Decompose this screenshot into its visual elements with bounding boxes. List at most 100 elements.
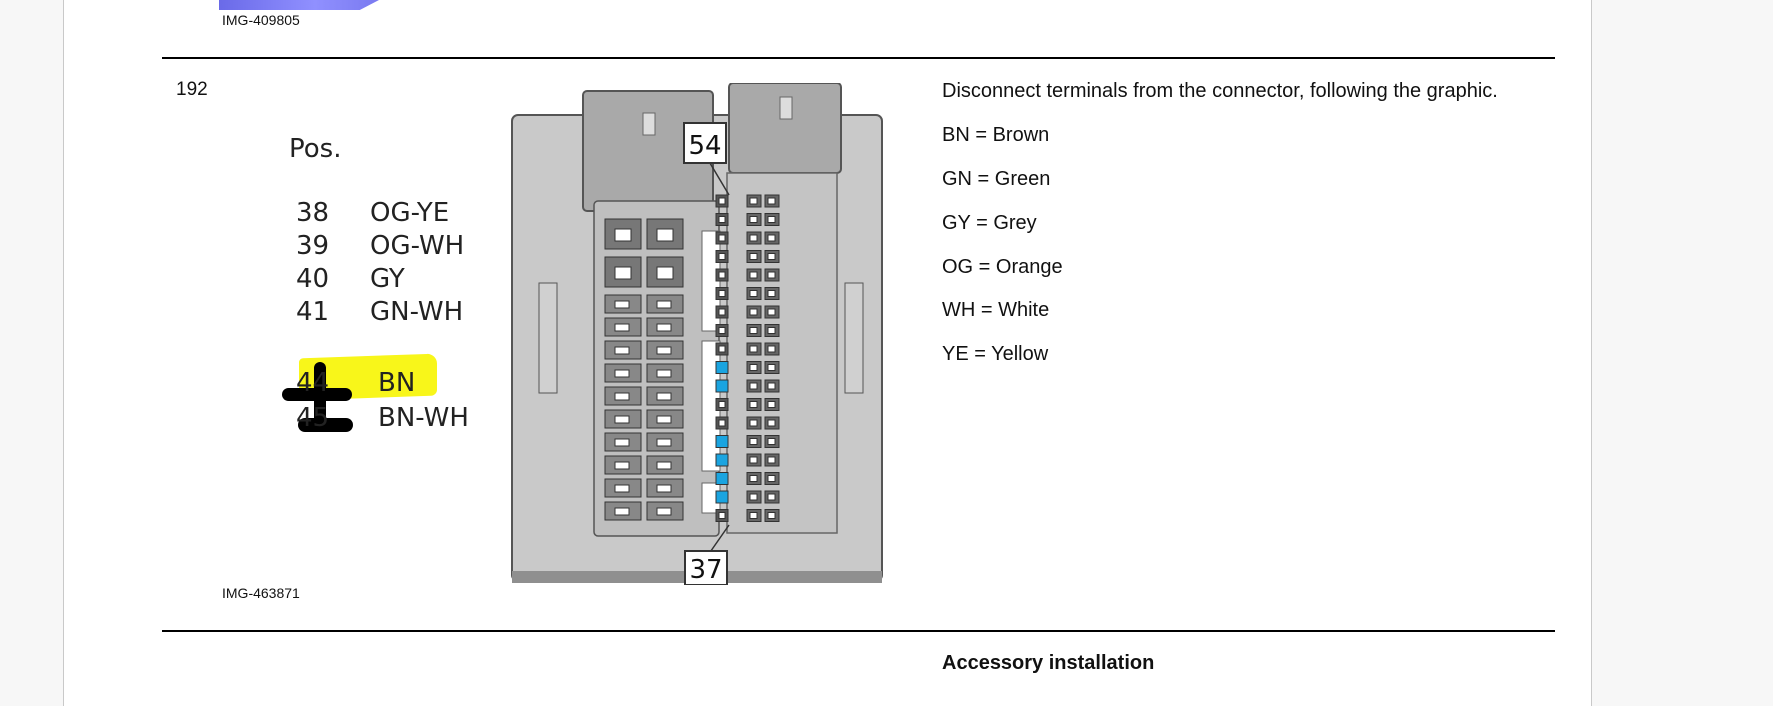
terminal-opening	[749, 308, 758, 316]
terminal-opening	[614, 346, 630, 355]
step-divider-top	[162, 57, 1555, 59]
legend-item: OG = Orange	[942, 256, 1063, 278]
callout-37: 37	[684, 524, 730, 585]
terminal-opening	[749, 271, 758, 279]
terminal-opening	[749, 197, 758, 205]
terminal-opening	[749, 253, 758, 260]
terminal-opening	[767, 475, 776, 482]
terminal-opening	[749, 290, 758, 297]
terminal-opening	[718, 419, 726, 427]
section-heading: Accessory installation	[942, 652, 1155, 674]
terminal-opening	[749, 216, 758, 223]
image-caption: IMG-463871	[222, 585, 300, 601]
terminal-opening	[749, 234, 758, 242]
terminal-opening	[718, 216, 726, 223]
terminal-opening	[749, 438, 758, 445]
terminal-opening	[767, 290, 776, 297]
terminal-opening	[767, 364, 776, 371]
terminal-opening	[656, 507, 672, 516]
terminal-opening	[749, 456, 758, 464]
terminal-opening	[614, 266, 632, 280]
terminal-opening	[718, 197, 726, 205]
terminal-opening	[656, 228, 674, 242]
terminal-opening	[767, 438, 776, 445]
terminal-opening	[614, 438, 630, 447]
terminal-opening	[614, 484, 630, 493]
terminal-opening	[656, 323, 672, 332]
legend-item: WH = White	[942, 299, 1050, 321]
plus-sign-icon-bar	[282, 388, 352, 401]
terminal-opening	[767, 216, 776, 223]
terminal-opening	[656, 392, 672, 401]
terminal-opening	[656, 438, 672, 447]
terminal-opening	[718, 253, 726, 260]
terminal-opening	[767, 271, 776, 279]
terminal-opening	[656, 461, 672, 470]
legend-item: GY = Grey	[942, 212, 1037, 234]
terminal-opening	[767, 456, 776, 464]
minus-sign-icon	[298, 418, 353, 432]
legend-item: YE = Yellow	[942, 343, 1049, 365]
terminal-opening	[767, 345, 776, 353]
terminal-opening	[656, 300, 672, 309]
terminal-opening	[767, 493, 776, 501]
terminal-opening	[718, 271, 726, 279]
terminal-opening	[614, 228, 632, 242]
terminal-opening	[749, 327, 758, 334]
terminal-opening	[749, 512, 758, 519]
legend-item: GN = Green	[942, 168, 1051, 190]
previous-step-image	[219, 0, 379, 10]
terminal-highlighted	[715, 361, 729, 374]
terminal-opening	[767, 382, 776, 390]
terminal-opening	[749, 475, 758, 482]
terminal-opening	[718, 345, 726, 353]
terminal-opening	[767, 234, 776, 242]
instruction-text: Disconnect terminals from the connector,…	[942, 80, 1498, 102]
terminal-opening	[614, 415, 630, 424]
step-number: 192	[176, 79, 208, 100]
callout-54: 54	[683, 122, 730, 196]
signal-terminals	[715, 194, 780, 522]
legend-item: BN = Brown	[942, 124, 1050, 146]
step-divider-bottom	[162, 630, 1555, 632]
terminal-opening	[749, 493, 758, 501]
terminal-opening	[767, 419, 776, 427]
terminal-highlighted	[715, 435, 729, 448]
terminal-opening	[749, 364, 758, 371]
terminal-opening	[614, 323, 630, 332]
callout-label-37: 37	[689, 555, 722, 585]
terminal-opening	[656, 369, 672, 378]
terminal-opening	[749, 401, 758, 408]
terminal-opening	[718, 512, 726, 519]
terminal-opening	[656, 415, 672, 424]
terminal-opening	[614, 507, 630, 516]
terminal-opening	[718, 234, 726, 242]
terminal-opening	[614, 392, 630, 401]
terminal-opening	[749, 419, 758, 427]
terminal-opening	[767, 253, 776, 260]
terminal-opening	[767, 197, 776, 205]
terminal-opening	[718, 401, 726, 408]
pinout-title: Pos.	[289, 134, 342, 164]
previous-image-caption: IMG-409805	[222, 12, 300, 28]
connector-diagram: 54 37	[511, 83, 883, 585]
terminal-opening	[749, 345, 758, 353]
terminal-highlighted	[715, 453, 729, 467]
terminal-opening	[656, 346, 672, 355]
terminal-opening	[767, 512, 776, 519]
power-terminals	[604, 218, 684, 521]
terminal-opening	[718, 308, 726, 316]
terminal-opening	[614, 461, 630, 470]
terminal-opening	[767, 327, 776, 334]
terminal-opening	[656, 266, 674, 280]
terminal-opening	[767, 308, 776, 316]
terminal-opening	[656, 484, 672, 493]
